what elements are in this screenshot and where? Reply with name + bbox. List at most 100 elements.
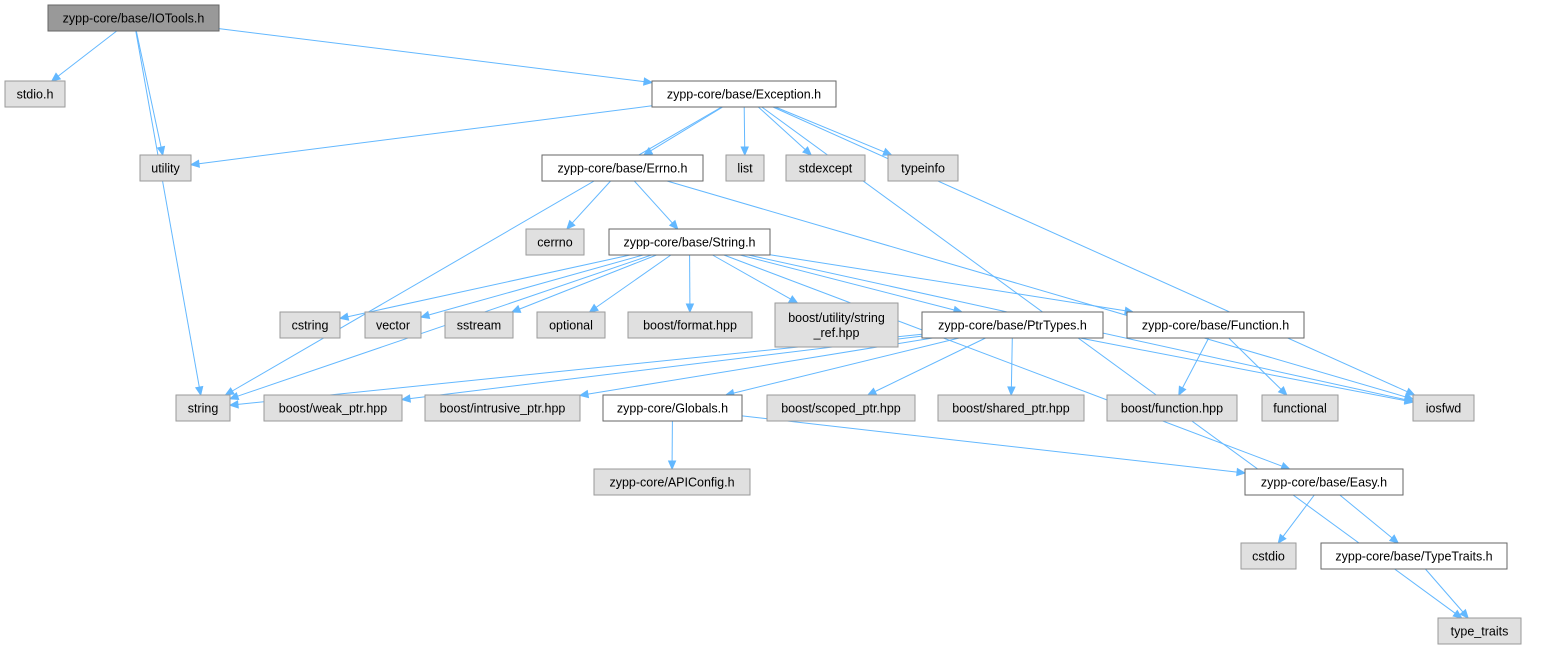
node-label-ptrtypes: zypp-core/base/PtrTypes.h (938, 319, 1087, 333)
edge-arrowhead-stringh-to-easy (1280, 462, 1291, 470)
edge-stringh-to-sstream (519, 254, 657, 310)
node-exception[interactable]: zypp-core/base/Exception.h (651, 80, 837, 108)
node-list: list (725, 154, 765, 182)
edge-arrowhead-iotools-to-utility (156, 145, 166, 157)
edge-arrowhead-stringh-to-bformat (685, 303, 695, 314)
edge-arrowhead-stringh-to-bstringref (787, 295, 799, 304)
node-label-errno: zypp-core/base/Errno.h (558, 162, 688, 176)
node-label-typetraitsh: zypp-core/base/TypeTraits.h (1335, 550, 1492, 564)
node-label-bshared: boost/shared_ptr.hpp (952, 402, 1069, 416)
node-apiconfig: zypp-core/APIConfig.h (593, 468, 751, 496)
edge-arrowhead-exception-to-utility (189, 159, 200, 168)
node-label-exception: zypp-core/base/Exception.h (667, 88, 821, 102)
node-typeinfo: typeinfo (887, 154, 959, 182)
edge-arrowhead-globals-to-easy (1236, 467, 1247, 477)
node-optional: optional (536, 311, 606, 339)
node-stringh[interactable]: zypp-core/base/String.h (608, 228, 771, 256)
node-label-cstring: cstring (292, 319, 329, 333)
node-label-bfunction: boost/function.hpp (1121, 402, 1223, 416)
edge-errno-to-cerrno (571, 180, 611, 224)
edge-arrowhead-errno-to-cerrno (566, 219, 576, 230)
node-label-functional: functional (1273, 402, 1327, 416)
edge-stringh-to-vector (428, 254, 644, 316)
node-box-bshared (937, 394, 1085, 422)
node-string: string (175, 394, 231, 422)
node-typetraitsh[interactable]: zypp-core/base/TypeTraits.h (1320, 542, 1508, 570)
edge-arrowhead-ptrtypes-to-bweak (400, 394, 411, 403)
edge-stringh-to-optional (595, 254, 672, 308)
node-label-easy: zypp-core/base/Easy.h (1261, 476, 1387, 490)
node-box-type_traits (1437, 617, 1522, 645)
edge-arrowhead-function-to-functional (1277, 386, 1288, 396)
node-label-typeinfo: typeinfo (901, 162, 945, 176)
node-box-string (175, 394, 231, 422)
node-bshared: boost/shared_ptr.hpp (937, 394, 1085, 422)
node-box-typetraitsh (1320, 542, 1508, 570)
node-type_traits: type_traits (1437, 617, 1522, 645)
node-stdio: stdio.h (4, 80, 66, 108)
edge-easy-to-typetraitsh (1339, 494, 1393, 539)
node-label-type_traits: type_traits (1451, 625, 1509, 639)
node-box-bstringref (774, 302, 899, 348)
node-iotools[interactable]: zypp-core/base/IOTools.h (47, 4, 220, 32)
node-box-optional (536, 311, 606, 339)
node-box-typeinfo (887, 154, 959, 182)
node-box-apiconfig (593, 468, 751, 496)
edge-ptrtypes-to-bshared (1010, 337, 1013, 388)
edge-arrowhead-ptrtypes-to-string (228, 400, 239, 409)
node-label-bformat: boost/format.hpp (643, 319, 737, 333)
edge-stringh-to-ptrtypes (739, 254, 955, 311)
node-easy[interactable]: zypp-core/base/Easy.h (1244, 468, 1404, 496)
node-errno[interactable]: zypp-core/base/Errno.h (541, 154, 704, 182)
edge-arrowhead-errno-to-stringh (668, 219, 679, 230)
node-box-stdio (4, 80, 66, 108)
edge-stringh-to-easy (723, 254, 1283, 467)
node-box-stringh (608, 228, 771, 256)
node-box-sstream (444, 311, 514, 339)
edge-arrowhead-stringh-to-sstream (510, 304, 522, 313)
edge-arrowhead-function-to-bfunction (1178, 385, 1187, 397)
edge-arrowhead-iotools-to-string (194, 385, 204, 397)
node-label-stdio: stdio.h (17, 88, 54, 102)
edge-exception-to-iosfwd (772, 106, 1408, 393)
edge-arrowhead-iotools-to-exception (643, 77, 654, 86)
edge-arrowhead-ptrtypes-to-bscoped (866, 387, 878, 396)
edge-arrowhead-easy-to-typetraitsh (1388, 534, 1400, 544)
edge-exception-to-string (232, 106, 722, 392)
node-box-utility (139, 154, 192, 182)
node-box-bscoped (766, 394, 916, 422)
edge-iotools-to-utility (135, 30, 162, 148)
node-label-stringh: zypp-core/base/String.h (623, 236, 755, 250)
edge-globals-to-easy (741, 415, 1238, 473)
edge-ptrtypes-to-bscoped (874, 337, 986, 392)
edge-iotools-to-stdio (57, 30, 118, 77)
edge-arrowhead-iotools-to-stdio (50, 72, 62, 82)
edge-arrowhead-ptrtypes-to-bshared (1007, 386, 1016, 397)
edge-exception-to-list (743, 106, 746, 148)
node-ptrtypes[interactable]: zypp-core/base/PtrTypes.h (921, 311, 1104, 339)
node-label-iosfwd: iosfwd (1426, 402, 1461, 416)
node-utility: utility (139, 154, 192, 182)
node-label-cerrno: cerrno (537, 236, 572, 250)
edge-typetraitsh-to-type_traits (1425, 568, 1464, 613)
node-label-cstdio: cstdio (1252, 550, 1285, 564)
node-box-bintrusive (424, 394, 581, 422)
node-label-sstream: sstream (457, 319, 501, 333)
node-function[interactable]: zypp-core/base/Function.h (1126, 311, 1305, 339)
node-box-cerrno (525, 228, 585, 256)
edge-arrowhead-stringh-to-cstring (338, 312, 350, 321)
edge-arrowhead-exception-to-string (224, 387, 235, 396)
node-box-functional (1261, 394, 1339, 422)
edge-arrowhead-easy-to-cstdio (1277, 533, 1287, 545)
node-globals[interactable]: zypp-core/Globals.h (602, 394, 743, 422)
node-label-apiconfig: zypp-core/APIConfig.h (609, 476, 734, 490)
node-label-bintrusive: boost/intrusive_ptr.hpp (440, 402, 566, 416)
edge-exception-to-type_traits (761, 106, 1456, 614)
node-bintrusive: boost/intrusive_ptr.hpp (424, 394, 581, 422)
node-layer: zypp-core/base/IOTools.h stdio.h zypp-core… (4, 4, 1522, 645)
edge-exception-to-stdexcept (757, 106, 806, 150)
edge-arrowhead-stringh-to-optional (588, 303, 599, 313)
node-box-bformat (627, 311, 753, 339)
node-box-iotools (47, 4, 220, 32)
node-bstringref: boost/utility/string_ref.hpp (774, 302, 899, 348)
